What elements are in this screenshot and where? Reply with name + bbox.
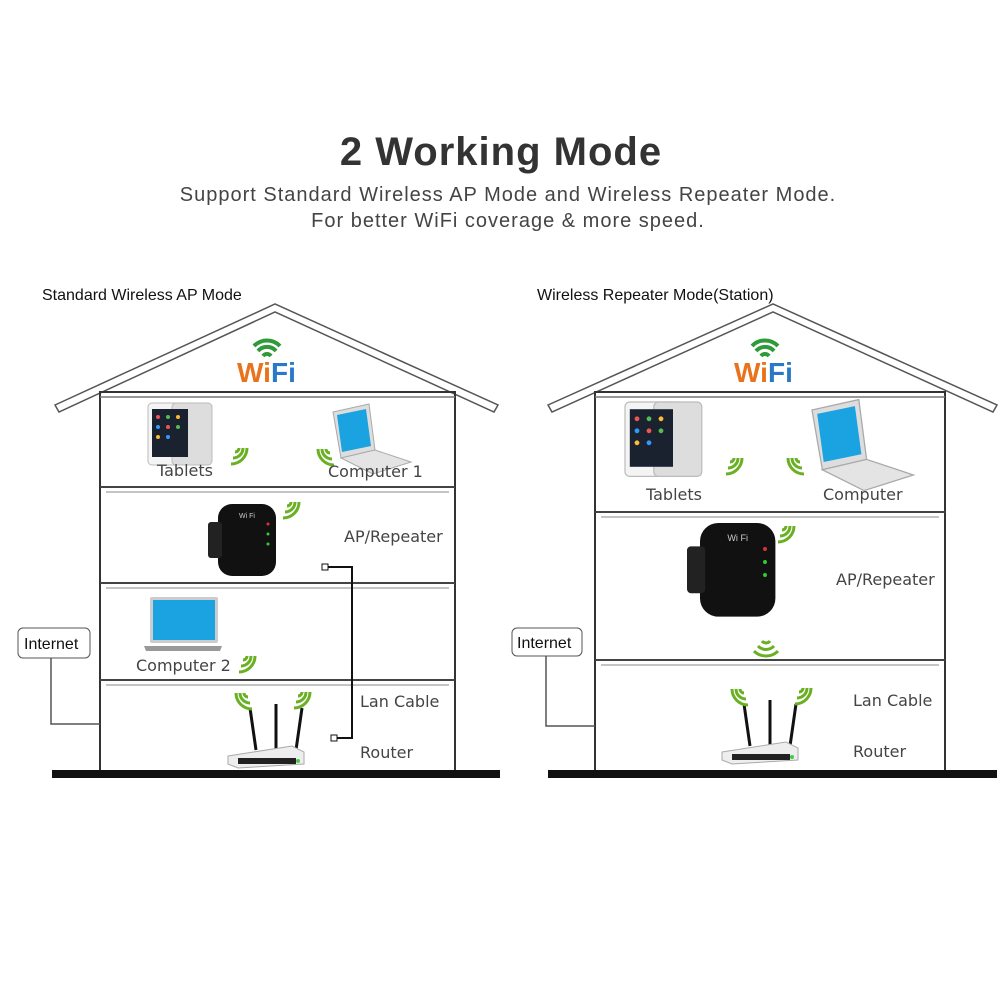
right-roof xyxy=(546,303,999,413)
router-label: Router xyxy=(853,742,906,761)
wifi-logo-left: WiFi xyxy=(237,338,296,388)
ap-repeater-label: AP/Repeater xyxy=(344,527,443,546)
computer-label: Computer xyxy=(823,485,903,504)
laptop-2-icon xyxy=(144,646,222,651)
svg-text:WiFi: WiFi xyxy=(237,357,296,388)
signal-icon xyxy=(229,446,249,466)
ap-repeater-label: AP/Repeater xyxy=(836,570,935,589)
router-icon xyxy=(226,702,306,770)
laptop-icon xyxy=(811,398,915,492)
signal-icon xyxy=(237,654,257,674)
lan-cable-label: Lan Cable xyxy=(360,692,439,711)
router-label: Router xyxy=(360,743,413,762)
left-house: Standard Wireless AP Mode WiFi Tablets C… xyxy=(17,287,500,778)
tablets-label: Tablets xyxy=(156,461,213,480)
signal-icon xyxy=(292,690,312,710)
left-ground xyxy=(52,770,500,778)
signal-icon xyxy=(281,500,301,520)
left-roof xyxy=(53,303,500,413)
tablet-icon xyxy=(147,402,213,466)
svg-text:WiFi: WiFi xyxy=(734,357,793,388)
repeater-icon xyxy=(687,523,776,617)
signal-icon xyxy=(752,639,780,658)
left-mode-heading: Standard Wireless AP Mode xyxy=(42,287,242,304)
computer2-label: Computer 2 xyxy=(136,656,231,675)
tablets-label: Tablets xyxy=(645,485,702,504)
signal-icon xyxy=(786,456,806,476)
internet-box-right xyxy=(511,627,583,657)
internet-label: Internet xyxy=(24,636,79,653)
subtitle-line-2: For better WiFi coverage & more speed. xyxy=(311,210,705,232)
page-title: 2 Working Mode xyxy=(339,130,663,174)
right-house: Wireless Repeater Mode(Station) WiFi Tab… xyxy=(511,287,999,778)
right-ground xyxy=(548,770,997,778)
repeater-icon xyxy=(208,504,276,576)
internet-label: Internet xyxy=(517,635,572,652)
signal-icon xyxy=(776,524,796,544)
lan-cable xyxy=(324,566,353,739)
right-mode-heading: Wireless Repeater Mode(Station) xyxy=(537,287,774,304)
router-icon xyxy=(720,698,800,766)
signal-icon xyxy=(724,456,744,476)
internet-box-left xyxy=(17,627,91,659)
subtitle-line-1: Support Standard Wireless AP Mode and Wi… xyxy=(179,184,837,206)
computer1-label: Computer 1 xyxy=(328,462,423,481)
lan-cable-label: Lan Cable xyxy=(853,691,932,710)
signal-icon xyxy=(730,687,750,707)
signal-icon xyxy=(793,686,813,706)
tablet-icon xyxy=(624,401,703,477)
wifi-logo-right: WiFi xyxy=(734,338,793,388)
signal-icon xyxy=(234,691,254,711)
